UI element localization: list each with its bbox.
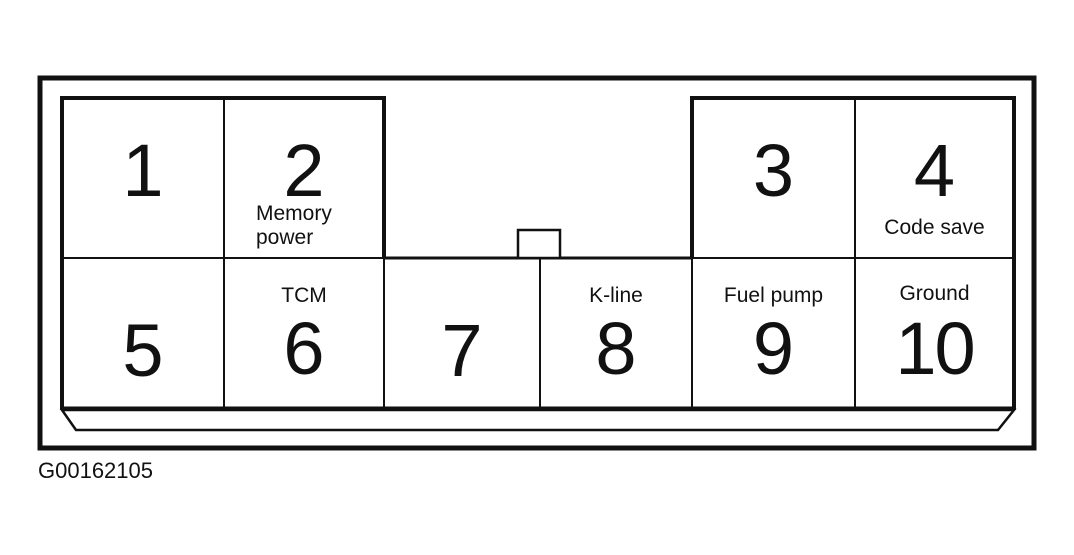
pin-4-label: Code save <box>884 216 985 239</box>
pin-6: TCM 6 <box>224 258 384 408</box>
pin-2-label: Memory power <box>256 202 332 250</box>
pin-9: Fuel pump 9 <box>692 258 855 408</box>
pin-10-number: 10 <box>895 307 975 390</box>
pin-4-number: 4 <box>913 129 956 212</box>
pin-1: 1 <box>62 98 224 258</box>
key-tab <box>516 228 562 260</box>
pin-4: 4 Code save <box>855 98 1014 258</box>
figure-id: G00162105 <box>38 458 153 483</box>
pin-1-number: 1 <box>122 129 164 212</box>
pin-6-number: 6 <box>283 307 325 390</box>
housing-frame <box>37 75 1037 451</box>
housing-base <box>59 408 1017 432</box>
pin-6-label: TCM <box>281 284 327 307</box>
pin-2-number: 2 <box>283 129 325 212</box>
pin-7-number: 7 <box>441 309 483 392</box>
pin-8: K-line 8 <box>540 258 692 408</box>
pin-10: Ground 10 <box>855 258 1014 408</box>
pin-5: 5 <box>62 258 224 408</box>
pin-8-label: K-line <box>589 284 643 307</box>
pin-2: 2 Memory power <box>224 98 384 258</box>
pin-8-number: 8 <box>595 307 637 390</box>
pin-9-label: Fuel pump <box>723 284 824 307</box>
pin-9-number: 9 <box>752 307 795 390</box>
pin-5-number: 5 <box>122 309 164 392</box>
pin-3: 3 <box>692 98 855 258</box>
pin-7: 7 <box>384 258 540 408</box>
right-block-outline <box>690 96 1016 410</box>
pin-3-number: 3 <box>752 129 795 212</box>
pin-10-label: Ground <box>899 282 970 305</box>
